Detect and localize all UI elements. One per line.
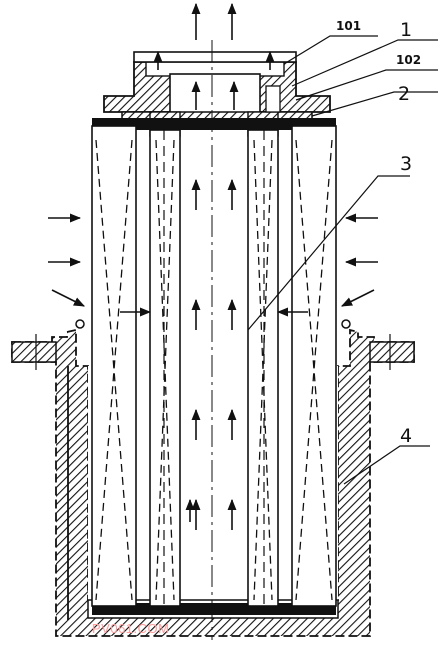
flow-arrows [48,2,378,530]
label-4: 4 [400,425,412,447]
label-2: 2 [398,83,410,105]
outer-filter-element [91,118,337,615]
label-3: 3 [400,153,412,175]
label-102: 102 [396,53,421,67]
watermark-text: PV061.COM [92,621,169,636]
leader-lines [247,35,438,485]
label-1: 1 [400,19,412,41]
inner-core [149,129,279,607]
label-101: 101 [336,19,361,33]
